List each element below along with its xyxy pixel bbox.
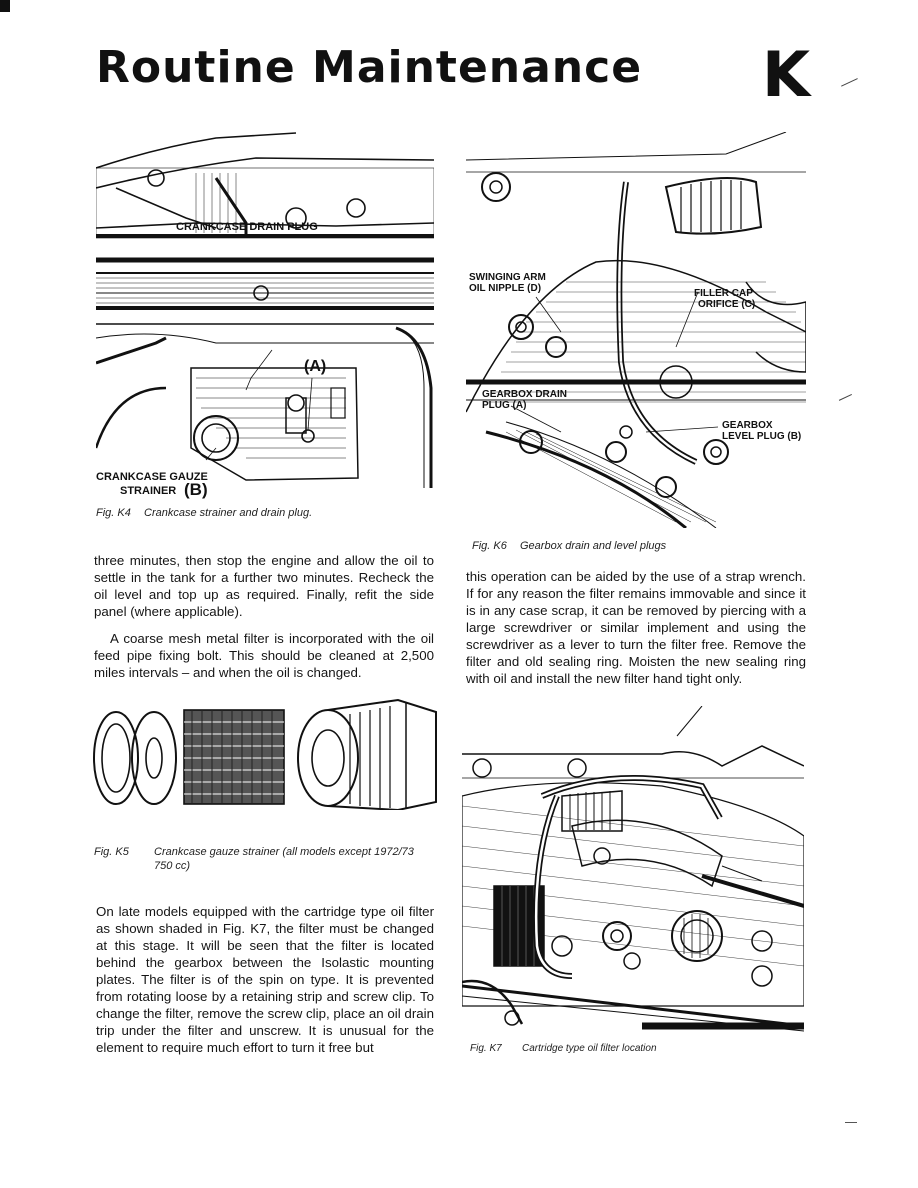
corner-mark: [0, 0, 10, 12]
fig-k6-caption-text: Gearbox drain and level plugs: [520, 540, 667, 552]
k6-swing-label-1: SWINGING ARM: [469, 272, 546, 283]
left-text-bottom: On late models equipped with the cartrid…: [96, 903, 434, 1066]
fig-k4-caption-text: Crankcase strainer and drain plug.: [144, 507, 313, 519]
fig-k6-drawing: [466, 132, 806, 528]
section-letter: K: [762, 38, 811, 111]
fig-k5-caption-num: Fig. K5: [94, 846, 129, 858]
scan-speck: [845, 1122, 857, 1123]
left-bottom-paragraph-1: On late models equipped with the cartrid…: [96, 904, 434, 1055]
scan-speck: [840, 76, 858, 87]
k6-gblevel-label-2: LEVEL PLUG (B): [722, 431, 802, 442]
right-top-paragraph-1: this operation can be aided by the use o…: [466, 569, 806, 686]
left-top-paragraph-2: A coarse mesh metal filter is incorporat…: [94, 631, 434, 680]
fig-k6-caption-num: Fig. K6: [472, 540, 507, 552]
left-text-top: three minutes, then stop the engine and …: [94, 552, 434, 691]
fig-k5-caption-text-1: Crankcase gauze strainer (all models exc…: [154, 846, 414, 858]
k4-strainer-letter: (B): [184, 480, 208, 499]
fig-k6-caption: Fig. K6 Gearbox drain and level plugs: [472, 540, 666, 552]
scan-speck: [838, 392, 852, 401]
right-text-top: this operation can be aided by the use o…: [466, 568, 806, 697]
page-title: Routine Maintenance: [96, 42, 643, 93]
k4-drain-label: CRANKCASE DRAIN PLUG: [176, 221, 318, 233]
fig-k6-illustration: [466, 132, 806, 528]
k6-filler-label-1: FILLER CAP: [694, 288, 753, 299]
k6-swing-label-2: OIL NIPPLE (D): [469, 283, 542, 294]
fig-k5-caption-line-2: 750 cc): [154, 860, 191, 872]
k6-filler-label-2: ORIFICE (C): [698, 299, 756, 310]
k4-strainer-label-1: CRANKCASE GAUZE: [96, 471, 208, 483]
fig-k7-caption-text: Cartridge type oil filter location: [522, 1043, 657, 1054]
k4-strainer-label-2: STRAINER: [120, 485, 177, 497]
fig-k4-caption-num: Fig. K4: [96, 507, 131, 519]
fig-k7-caption: Fig. K7 Cartridge type oil filter locatio…: [470, 1043, 657, 1054]
fig-k7-caption-num: Fig. K7: [470, 1043, 502, 1054]
fig-k7-illustration: [462, 706, 804, 1036]
k6-gbdrain-label-1: GEARBOX DRAIN: [482, 389, 568, 400]
left-top-paragraph-1: three minutes, then stop the engine and …: [94, 553, 434, 619]
fig-k5-caption: Fig. K5 Crankcase gauze strainer (all mod…: [94, 846, 414, 858]
k6-gblevel-label-1: GEARBOX: [722, 420, 773, 431]
fig-k7-drawing: [462, 706, 804, 1032]
k6-gbdrain-label-2: PLUG (A): [482, 400, 527, 411]
fig-k5-drawing: [93, 698, 437, 810]
k4-drain-letter: (A): [304, 358, 327, 375]
fig-k4-drawing: [96, 132, 434, 488]
fig-k4-caption: Fig. K4 Crankcase strainer and drain plug…: [96, 507, 312, 519]
fig-k5-illustration: [88, 692, 440, 810]
fig-k4-illustration: [96, 128, 434, 500]
